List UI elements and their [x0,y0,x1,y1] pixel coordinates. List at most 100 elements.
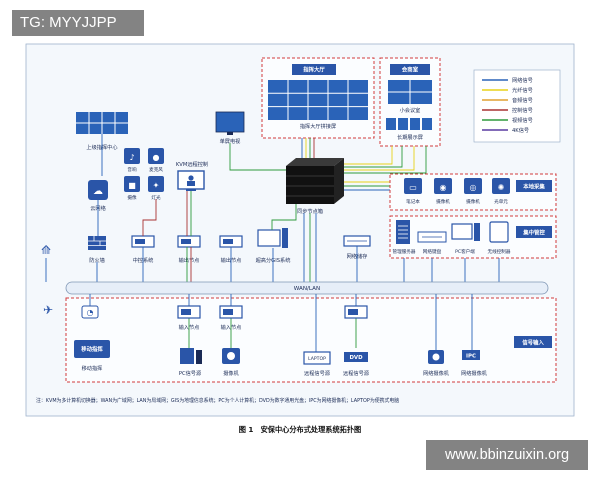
input-node-2-label: 输入节点 [221,323,242,331]
small-meeting-label: 小会议室 [400,106,421,114]
light-label: 灯光 [151,194,161,201]
svg-text:IPC: IPC [466,354,476,360]
kvm-monitor [177,170,205,191]
sync-up-links [229,138,427,191]
legend-label-4: 视频信号 [512,116,533,124]
camera-machine-icon [222,348,240,364]
camera-label: 摄像 [127,194,137,201]
firewall-icon [88,236,106,250]
wifi-icon: ◔ [81,305,99,319]
legend-label-1: 光纤信号 [512,86,533,94]
pc-signal-icon [180,348,202,364]
camera-box [124,176,140,192]
gis-computer-icon [257,228,288,248]
superior-center-screens [76,112,128,134]
local-capture-title-box [516,180,552,192]
laptop-icon: ▭ [409,183,417,192]
pc-client-label: PC客户端 [455,248,475,255]
output-node-1-device [177,235,201,248]
svg-text:LAPTOP: LAPTOP [308,356,326,362]
output-node-1-label: 输出节点 [179,256,200,264]
meeting-room-title: 会商室 [402,66,419,74]
net-keyboard-label: 网络键盘 [423,248,442,255]
notebook-box [404,178,422,194]
remote-signal-label: 远程信号源 [304,369,331,377]
camera-icon: ■ [128,181,136,190]
optical-icon: ✺ [498,183,505,192]
legend-label-2: 音频信号 [512,96,533,104]
central-control-title: 集中管控 [522,229,545,237]
cloud-icon: ☁ [93,186,103,197]
net-camera-2-label: 网络摄像机 [461,369,488,377]
pc-signal-label: PC信号源 [179,369,202,377]
dvd-signal-label: 远程信号源 [343,369,370,377]
footnote: 注：KVM为多计算机切换器；WAN为广域网；LAN为局域网；GIS为地理信息系统… [36,397,399,404]
legend-label-5: 4K信号 [512,126,529,134]
cam1-label: 摄像机 [436,198,450,205]
input-node-1-label: 输入节点 [179,323,200,331]
laptop-source-icon: LAPTOP [303,351,331,365]
mgmt-server-label: 管理服务器 [393,248,416,255]
legend-label-3: 控制信号 [512,106,533,114]
audio-label: 音响 [127,166,137,173]
center-control-device [131,235,155,248]
wireless-tablet-label: 无线控制器 [488,248,511,255]
cam2-label: 摄像机 [466,198,480,205]
optical-label: 光单元 [494,198,508,205]
camera-machine-label: 摄像机 [223,369,239,377]
cloud-box [88,180,108,200]
sync-node-box [286,158,344,204]
input-node-1-device [177,305,201,319]
legend-label-0: 网络信号 [512,76,533,84]
mic-icon: ● [153,153,160,162]
input-node-2-device [219,305,243,319]
small-meeting-screen [388,80,432,104]
mgmt-server-icon [396,220,410,244]
storage-device [343,235,371,247]
mic-box [148,148,164,164]
cam2-box [464,178,482,194]
watermark-top: TG: MYYJJPP [12,10,144,36]
links-from-bus [89,294,473,352]
central-control-title-box [516,226,552,238]
speaker-icon: ♪ [129,153,134,162]
camera-eye-icon: ◎ [470,183,477,192]
signal-input-title-box [514,336,552,348]
ipc-camera-icon: IPC [462,350,480,360]
net-camera-label: 网络摄像机 [423,369,450,377]
wan-lan-label: WAN/LAN [294,286,320,292]
mobile-command-label: 移动指挥 [82,364,103,372]
mic-label: 麦克风 [149,166,163,173]
tablet-icon [489,221,509,243]
single-screen-label: 单屏电视 [220,137,241,145]
output-node-2-device [219,235,243,248]
net-camera-icon [428,350,444,364]
firewall-label: 防火墙 [89,256,105,264]
command-hall-title-box [292,64,336,75]
signal-input-title: 信号输入 [522,339,544,347]
watermark-bottom: www.bbinzuixin.org [426,440,588,470]
command-hall-video-wall [268,80,368,120]
wan-lan-bus [65,281,549,295]
light-icon: ✦ [153,181,160,190]
figure-caption: 图 1 安保中心分布式处理系统拓扑图 [239,425,362,434]
dvd-source-icon: DVD [344,352,368,362]
sync-node-label: 同步节点箱 [297,207,323,215]
command-hall-title: 指挥大厅 [303,66,325,74]
audio-box [124,148,140,164]
meeting-room-title-box [390,64,430,75]
keyboard-icon [417,231,447,243]
input-node-3-device [344,305,368,319]
optical-box [492,178,510,194]
antenna-icon-1: ⟰ [41,243,51,257]
svg-text:DVD: DVD [349,355,363,361]
local-capture-title: 本地采集 [523,183,545,191]
svg-text:◔: ◔ [87,308,94,317]
long-display-label: 长期展示屏 [397,133,423,141]
long-display-screens [386,118,432,130]
mobile-vehicle-box: 移动指挥 [74,340,110,358]
satellite-icon: ✈ [43,303,53,317]
